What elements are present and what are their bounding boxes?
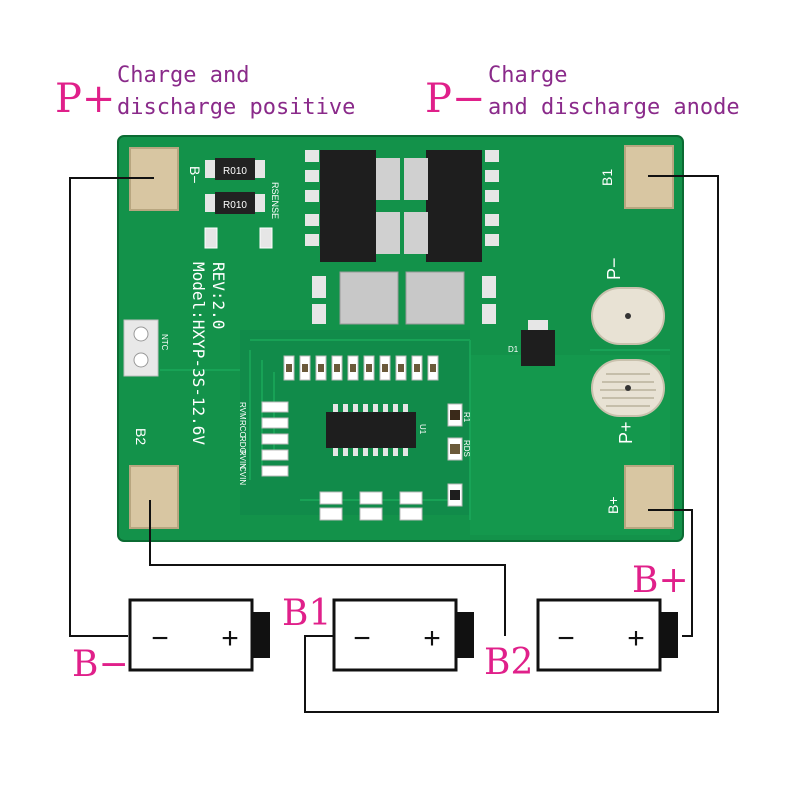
battery-3-minus: − bbox=[557, 622, 575, 655]
resistor-column: RVM RCO RDO RVIN CVIN bbox=[238, 401, 289, 485]
label-b-minus: B− bbox=[72, 644, 129, 685]
r-small-1: RDS bbox=[462, 440, 471, 457]
p-plus-symbol: P+ bbox=[55, 76, 115, 122]
mosfet-3 bbox=[404, 150, 499, 206]
pad-b1-label: B1 bbox=[599, 169, 615, 186]
label-b1: B1 bbox=[282, 593, 331, 634]
label-b2: B2 bbox=[484, 642, 533, 683]
mosfet-2 bbox=[305, 206, 400, 262]
pad-b-minus: B− bbox=[129, 147, 203, 211]
r-label-0: RVM bbox=[238, 402, 247, 420]
pad-p-plus: P+ bbox=[591, 359, 665, 444]
r-label-2: RDO bbox=[238, 436, 247, 454]
capacitor-row bbox=[283, 355, 439, 381]
r-label-3: RVIN bbox=[238, 450, 247, 469]
p-minus-desc-line2: and discharge anode bbox=[488, 95, 740, 120]
battery-1: − + bbox=[128, 598, 270, 672]
pad-b-plus-label: B+ bbox=[605, 496, 621, 514]
mosfet-4 bbox=[404, 206, 499, 262]
pad-p-minus-label: P− bbox=[604, 257, 624, 280]
pad-p-minus: P− bbox=[591, 257, 665, 345]
pad-p-plus-label: P+ bbox=[616, 421, 636, 444]
pcb-board: B− B1 B2 B+ P− bbox=[117, 135, 684, 542]
r-small-0: R1 bbox=[462, 412, 471, 423]
ntc-label: NTC bbox=[160, 334, 169, 351]
wire-b-minus bbox=[69, 177, 154, 637]
label-b-plus: B+ bbox=[632, 560, 689, 601]
mosfet-array bbox=[305, 150, 499, 325]
pad-b-minus-label: B− bbox=[187, 166, 203, 184]
board-rev: REV:2.0 bbox=[209, 262, 228, 329]
battery-2: − + bbox=[332, 598, 474, 672]
wire-b2 bbox=[149, 500, 506, 636]
right-components: R1 RDS bbox=[447, 403, 471, 507]
bottom-cap-row bbox=[319, 491, 423, 521]
battery-2-minus: − bbox=[353, 622, 371, 655]
r-label-1: RCO bbox=[238, 420, 247, 438]
battery-1-plus: + bbox=[221, 622, 239, 655]
wire-b1 bbox=[304, 175, 719, 713]
ic-u1: U1 bbox=[326, 404, 427, 456]
d1-label: D1 bbox=[508, 345, 519, 354]
battery-2-plus: + bbox=[423, 622, 441, 655]
u1-label: U1 bbox=[418, 424, 427, 435]
p-minus-desc-line1: Charge bbox=[488, 63, 567, 88]
sense-resistor-2: R010 bbox=[205, 192, 265, 214]
p-plus-desc-line2: discharge positive bbox=[117, 95, 355, 120]
battery-1-minus: − bbox=[151, 622, 169, 655]
wire-b-plus bbox=[648, 509, 693, 637]
battery-3-plus: + bbox=[627, 622, 645, 655]
sense-resistor-1: R010 bbox=[205, 158, 265, 180]
resistor-2-label: R010 bbox=[223, 200, 247, 211]
r-label-4: CVIN bbox=[238, 466, 247, 485]
pad-b-plus: B+ bbox=[605, 465, 674, 529]
rsense-label: RSENSE bbox=[270, 182, 280, 219]
resistor-1-label: R010 bbox=[223, 166, 247, 177]
p-minus-symbol: P− bbox=[425, 76, 485, 122]
wiring bbox=[69, 175, 719, 713]
p-plus-desc-line1: Charge and bbox=[117, 63, 249, 88]
battery-3: − + bbox=[536, 598, 678, 672]
ntc-header: NTC bbox=[123, 319, 169, 377]
diode-d1: D1 bbox=[508, 320, 555, 366]
mosfet-1 bbox=[305, 150, 400, 206]
pad-b2: B2 bbox=[129, 428, 179, 529]
board-model: Model:HXYP-3S-12.6V bbox=[189, 262, 208, 445]
pad-b2-label: B2 bbox=[133, 428, 149, 445]
